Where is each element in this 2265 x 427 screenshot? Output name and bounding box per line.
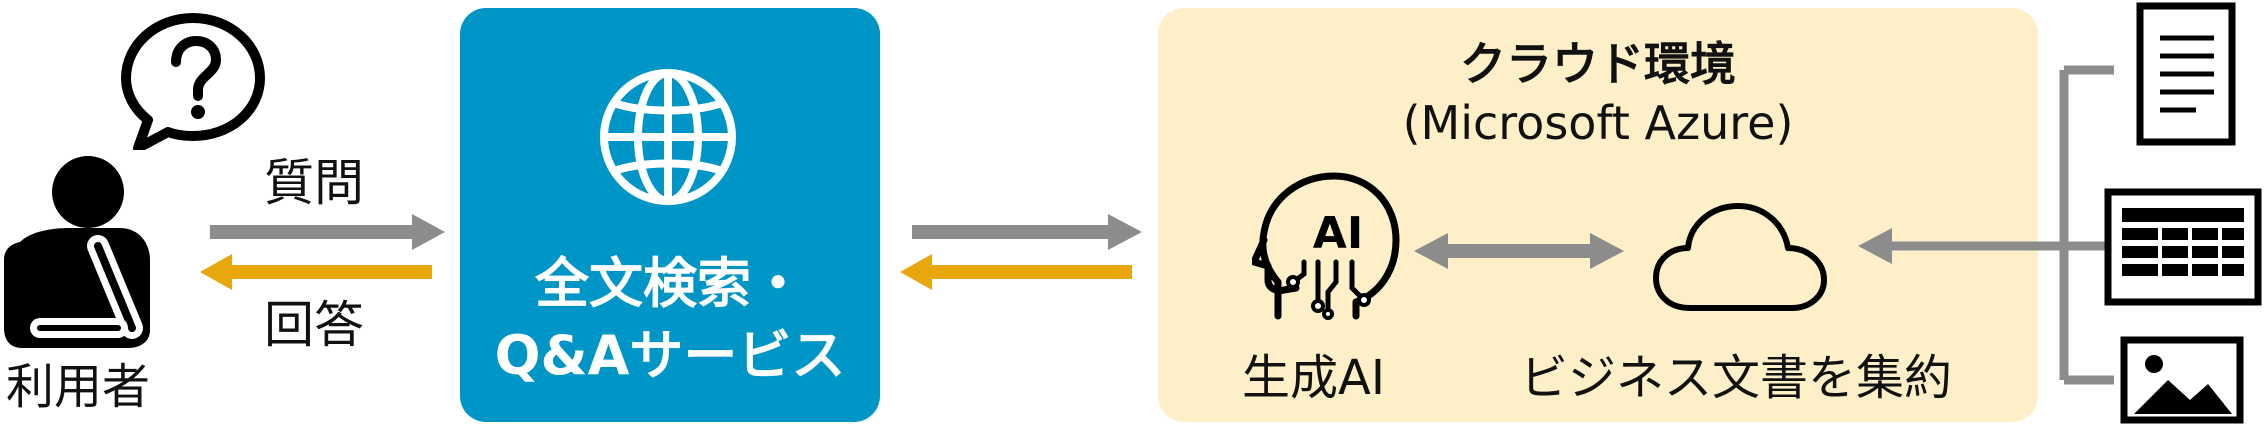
question-bubble-icon <box>121 13 265 150</box>
globe-icon <box>600 69 736 205</box>
image-icon <box>2120 336 2244 424</box>
ai-head-icon-text: AI <box>1313 208 1363 259</box>
response-arrow <box>900 254 1132 290</box>
request-arrow <box>912 214 1142 250</box>
answer-arrow <box>200 254 432 290</box>
storage-label: ビジネス文書を集約 <box>1520 350 1953 406</box>
cloud-subtitle: (Microsoft Azure) <box>1402 96 1794 150</box>
cloud-title: クラウド環境 <box>1460 37 1736 91</box>
ai-head-icon: AI <box>1252 172 1400 320</box>
answer-label: 回答 <box>264 296 364 354</box>
ai-storage-arrow <box>1414 233 1624 269</box>
cloud-icon <box>1653 203 1827 311</box>
cloud-environment-box <box>1158 8 2038 422</box>
document-icon <box>2136 2 2236 146</box>
qa-service-title: 全文検索・ Q&Aサービス <box>460 248 880 392</box>
ai-label: 生成AI <box>1242 350 1385 406</box>
spreadsheet-icon <box>2104 188 2262 306</box>
qa-service-title-line2: Q&Aサービス <box>494 324 846 387</box>
user-label: 利用者 <box>6 359 151 415</box>
question-label: 質問 <box>264 154 364 212</box>
documents-connector <box>1858 65 2114 385</box>
question-arrow <box>210 214 445 250</box>
qa-service-title-line1: 全文検索・ <box>535 252 805 315</box>
thinking-person-icon <box>4 156 150 348</box>
